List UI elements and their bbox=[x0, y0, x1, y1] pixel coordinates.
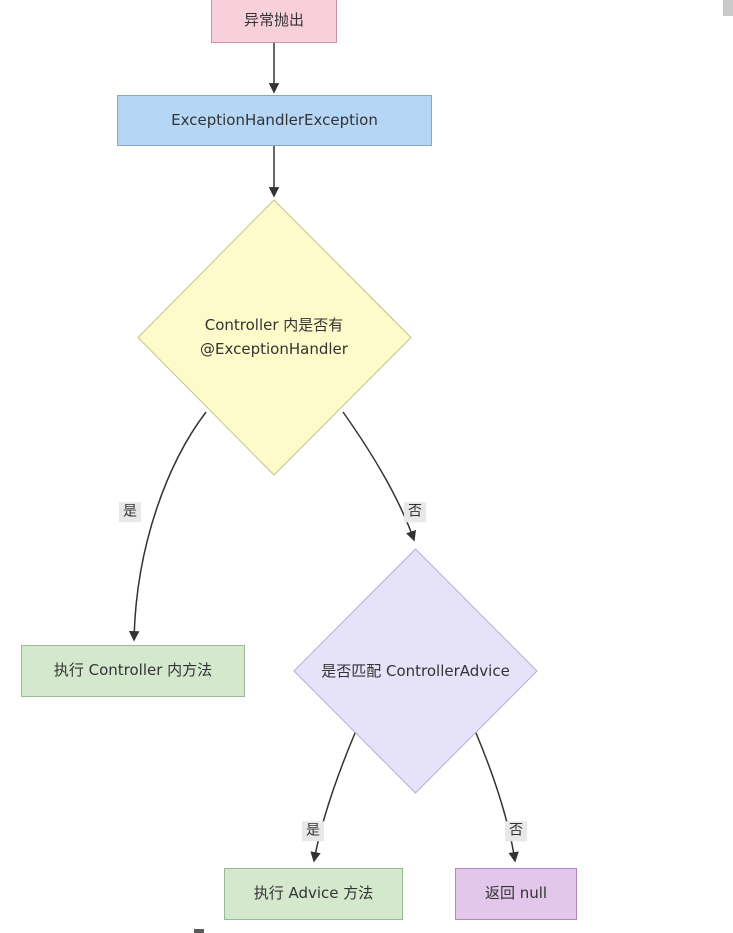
decision1-diamond bbox=[137, 199, 412, 476]
decision2-diamond bbox=[293, 548, 538, 794]
edge-decision2-yes bbox=[310, 732, 356, 863]
edge-label-no-1: 否 bbox=[404, 502, 426, 522]
decision1-label-line1: Controller 内是否有 bbox=[204, 316, 344, 334]
edge-decision2-no bbox=[475, 732, 519, 863]
edge-label-no-2: 否 bbox=[505, 821, 527, 841]
decision1-label: Controller 内是否有 @ExceptionHandler bbox=[154, 311, 394, 363]
node-return-null: 返回 null bbox=[455, 868, 577, 920]
node-run-advice-method: 执行 Advice 方法 bbox=[224, 868, 403, 920]
clipped-text-fragment bbox=[194, 929, 204, 933]
node-exception-handler-exception: ExceptionHandlerException bbox=[117, 95, 432, 146]
decision1-label-line2: @ExceptionHandler bbox=[200, 340, 348, 358]
node-exception-thrown: 异常抛出 bbox=[211, 0, 337, 43]
decision2-label-text: 是否匹配 ControllerAdvice bbox=[321, 662, 510, 680]
edge-decision1-yes bbox=[128, 411, 207, 642]
decision2-label: 是否匹配 ControllerAdvice bbox=[295, 658, 536, 684]
scrollbar-thumb[interactable] bbox=[723, 0, 733, 16]
edge-label-yes-1: 是 bbox=[119, 502, 141, 522]
edge-decision1-no bbox=[342, 411, 416, 542]
edge-label-yes-2: 是 bbox=[302, 821, 324, 841]
node-run-controller-method: 执行 Controller 内方法 bbox=[21, 645, 245, 697]
